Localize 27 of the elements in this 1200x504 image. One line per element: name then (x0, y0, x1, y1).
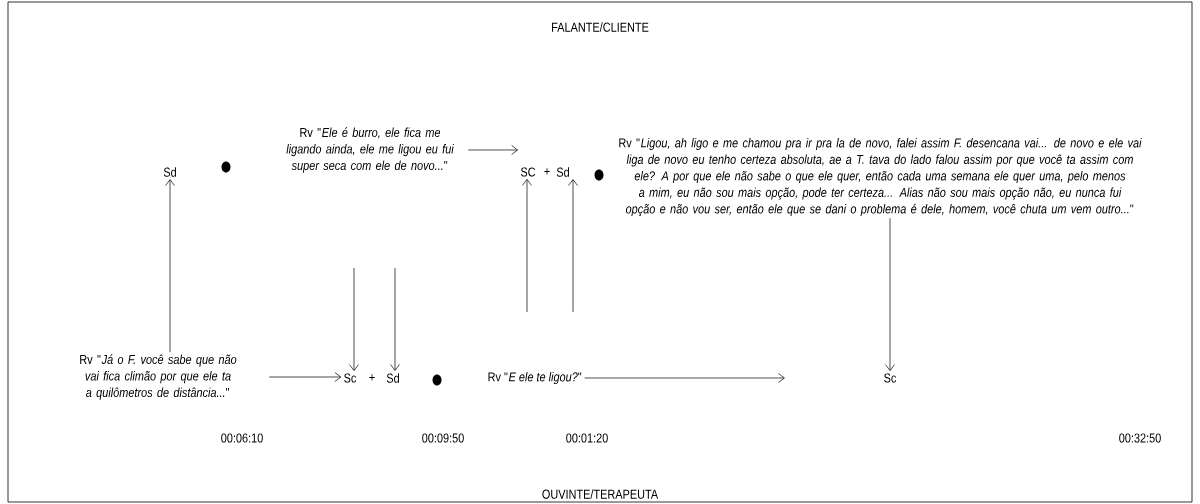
quote-text: Rv "Ligou, ah ligo e me chamou pra ir pra la de novo, falei assim F. desencana vai... de novo e ele vai liga de novo eu tenho certeza absoluta, ae a T. tava do lado falou assim por que você ta assim com ele? A por que ele não sabe o que ele quer, então cada uma semana ele quer uma, pelo menos a mim, eu não sou mais opção, pode ter certeza... Alias não sou mais opção não, eu nunca fui opção e não vou ser, então ele que se dani o problema é dele, homem, você chuta um vem outro..." (619, 137, 1142, 217)
arrow (467, 145, 518, 155)
axis-heading: OUVINTE/TERAPEUTA (542, 489, 659, 499)
timestamp: 00:32:50 (1119, 433, 1161, 443)
stimulus-label: Sd (556, 167, 569, 177)
plus-sign: + (544, 168, 550, 175)
quote-text: Rv "Ele é burro, ele fica me ligando ainda, ele me ligou eu fui super seca com ele de novo..." (286, 127, 454, 173)
quote-text: Rv "Já o F. você sabe que não vai fica climão por que ele ta a quilômetros de distância..." (80, 354, 237, 400)
axis-heading: FALANTE/CLIENTE (552, 22, 649, 32)
arrow (885, 217, 895, 371)
timestamp: 00:09:50 (422, 433, 464, 443)
stimulus-label: Sc (344, 373, 357, 383)
quote-text: Rv "E ele te ligou?" (488, 371, 582, 385)
arrow (584, 373, 785, 383)
arrow (268, 372, 342, 382)
stimulus-label: Sc (884, 373, 897, 383)
arrow (522, 179, 532, 313)
timestamp: 00:01:20 (566, 433, 608, 443)
stimulus-label: Sd (386, 373, 399, 383)
plus-sign: + (369, 374, 375, 381)
arrow (165, 179, 175, 353)
arrow (390, 267, 400, 371)
arrow (568, 179, 578, 313)
stimulus-label: SC (520, 167, 536, 177)
timestamp: 00:06:10 (221, 433, 263, 443)
arrow (349, 267, 359, 371)
stimulus-label: Sd (163, 167, 176, 177)
